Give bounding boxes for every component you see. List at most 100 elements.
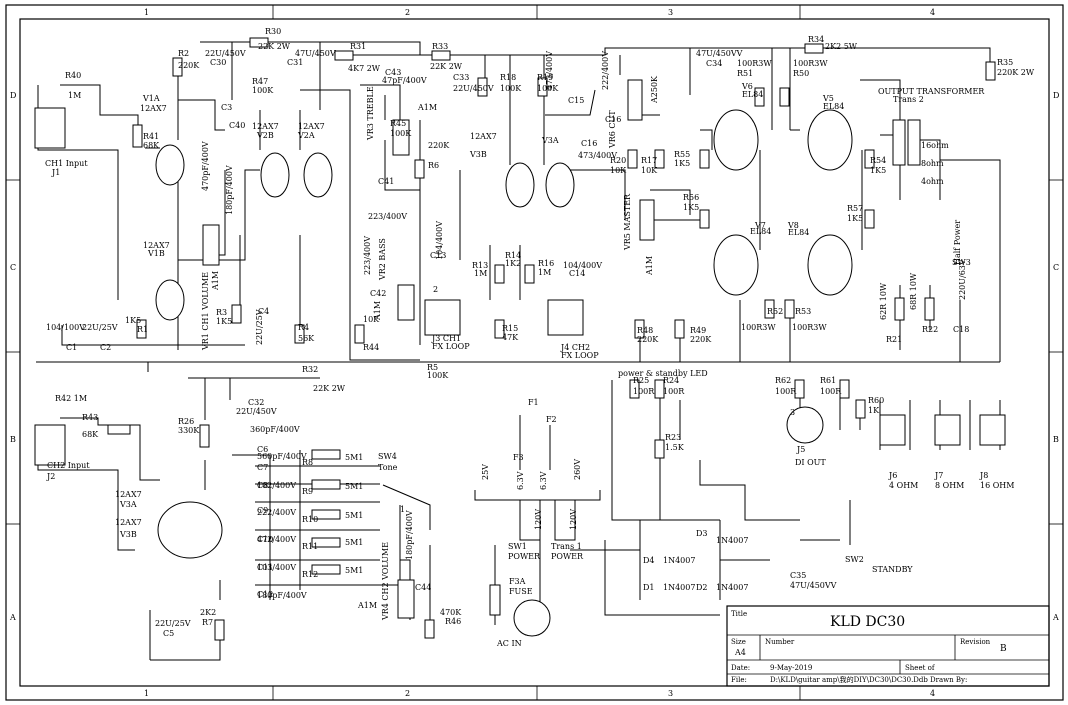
label-r32v: 22K 2W [313, 384, 346, 393]
label-r3v: 1K5 [216, 317, 232, 326]
label-v8: V8 [787, 221, 799, 230]
label-j3b: FX LOOP [432, 342, 470, 351]
label-r42: R42 1M [55, 394, 87, 403]
label-c7: C7 [257, 463, 268, 472]
zone-col-bottom: 2 [405, 689, 410, 698]
label-r13: R13 [472, 261, 488, 270]
label-sw4: SW4 [378, 452, 397, 461]
label-v25: 25V [481, 464, 490, 480]
label-r8: R8 [302, 458, 313, 467]
label-r43v: 68K [82, 430, 99, 439]
label-c34v: 47U/450VV [696, 49, 743, 58]
label-r22v: 68R 10W [909, 272, 918, 310]
label-r14: R14 [505, 251, 521, 260]
label-r61v: 100R [820, 387, 842, 396]
label-r52: R52 [767, 307, 783, 316]
label-sw1b: POWER [508, 552, 541, 561]
label-c1v: 104/100V [46, 323, 85, 332]
label-r30v: 22K 2W [258, 42, 291, 51]
label-r6v: 220K [428, 141, 450, 150]
label-halfp: Half Power [953, 220, 962, 265]
label-c32: C32 [248, 398, 264, 407]
label-r2: R2 [178, 49, 189, 58]
label-r41v: 68K [143, 141, 160, 150]
label-r16v: 1M [538, 268, 551, 277]
label-c35: C35 [790, 571, 806, 580]
label-a1m_b: A1M [373, 301, 382, 321]
label-r5m1c: 5M1 [345, 511, 363, 520]
label-r33v: 22K 2W [430, 62, 463, 71]
label-r53: R53 [795, 307, 811, 316]
label-v1at: 12AX7 [140, 104, 167, 113]
label-r34: R34 [808, 35, 824, 44]
label-standby: STANDBY [872, 565, 913, 574]
label-r17: R17 [641, 156, 657, 165]
label-c2v: 22U/25V [82, 323, 118, 332]
zone-col-top: 2 [405, 8, 410, 17]
label-r7: R7 [202, 618, 213, 627]
label-c42v: 223/400V [363, 236, 372, 275]
label-c43: C43 [385, 68, 401, 77]
zone-row-left: D [10, 91, 16, 100]
label-c8: C8 [257, 481, 268, 490]
label-r12: R12 [302, 570, 318, 579]
title-block: Title KLD DC30 Size A4 Number Revision B… [726, 605, 1050, 687]
label-r40v: 1M [68, 91, 81, 100]
label-j6v: 4 OHM [889, 481, 918, 490]
label-d1v: 1N4007 [663, 583, 695, 592]
label-j7v: 8 OHM [935, 481, 964, 490]
label-trans1b: POWER [551, 552, 584, 561]
label-c33: C33 [453, 73, 469, 82]
label-r25v: 100R [633, 387, 655, 396]
label-r56: R56 [683, 193, 699, 202]
zone-row-left: B [10, 435, 16, 444]
label-c18: C18 [953, 325, 969, 334]
label-j5: J5 [796, 445, 805, 454]
label-ch2: CH2 Input [47, 461, 90, 470]
label-a1m_a: A1M [417, 103, 437, 112]
label-c2: C2 [100, 343, 111, 352]
label-c14: C14 [569, 269, 585, 278]
label-r20: R20 [610, 156, 626, 165]
label-sw1: SW1 [508, 542, 527, 551]
label-c15v: 473/400V [545, 51, 554, 90]
label-d3: D3 [696, 529, 708, 538]
label-c9v: 222/400V [257, 508, 296, 517]
drawn-caption: Drawn By: [930, 676, 967, 684]
label-f1: F1 [528, 398, 539, 407]
label-v2a: 12AX7 [298, 122, 325, 131]
label-c34: C34 [706, 59, 722, 68]
label-c8v: 102/400V [257, 481, 296, 490]
zone-col-bottom: 1 [144, 689, 149, 698]
label-j7: J7 [934, 471, 943, 480]
label-fuse: FUSE [509, 587, 533, 596]
label-r52v: 100R3W [741, 323, 776, 332]
label-c3v: 470pF/400V [201, 141, 210, 191]
label-r21: R21 [886, 335, 902, 344]
label-r26: R26 [178, 417, 194, 426]
zone-row-right: C [1053, 263, 1059, 272]
label-r30: R30 [265, 27, 281, 36]
label-c10: C10 [257, 535, 273, 544]
label-j1: J1 [51, 168, 60, 177]
label-r15v: 47K [502, 333, 519, 342]
label-v5: V5 [822, 94, 834, 103]
label-r10: R10 [302, 515, 318, 524]
label-r31v: 4K7 2W [348, 64, 381, 73]
label-v6: V6 [741, 82, 753, 91]
label-v63a: 6.3V [516, 471, 525, 490]
label-sw3: SW3 [952, 258, 971, 267]
label-r53v: 100R3W [792, 323, 827, 332]
label-d2v: 1N4007 [716, 583, 748, 592]
label-r62v: 100R [775, 387, 797, 396]
label-v8t: EL84 [788, 228, 809, 237]
zone-col-top: 3 [668, 8, 673, 17]
label-c16a: C16 [605, 115, 621, 124]
zone-row-right: A [1052, 613, 1059, 622]
label-ch1: CH1 Input [45, 159, 88, 168]
label-r41: R41 [143, 132, 159, 141]
label-v1a: V1A [142, 94, 160, 103]
label-r51v: 100R3W [737, 59, 772, 68]
label-c44: C44 [415, 583, 431, 592]
